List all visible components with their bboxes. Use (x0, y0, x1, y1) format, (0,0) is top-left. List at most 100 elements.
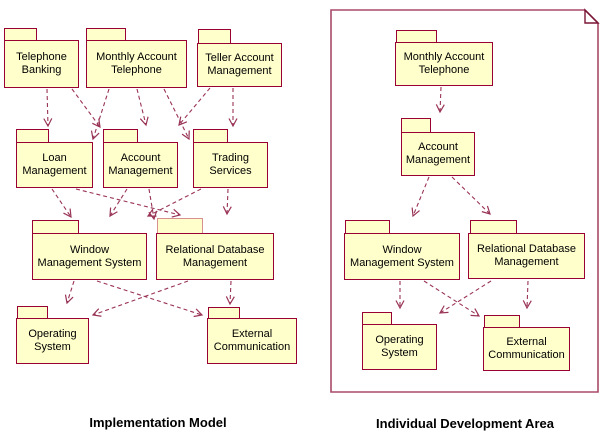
package-tab (401, 118, 431, 132)
package-label-line: External (231, 328, 273, 340)
dependency-arrow-monthly-account-telephone-to-account-management[interactable] (136, 88, 149, 127)
package-tab (4, 28, 37, 40)
package-tab (198, 29, 231, 43)
dependency-arrow-account-management-to-relational-database-management[interactable] (148, 188, 158, 221)
dependency-arrow-trading-services-to-relational-database-management[interactable] (222, 188, 232, 216)
dependency-arrow-account-management-to-window-management-system[interactable] (109, 188, 128, 218)
package-tab (193, 129, 228, 142)
package-label-line: External (506, 336, 547, 348)
dependency-arrow-trading-services-to-window-management-system[interactable] (146, 188, 202, 217)
individual-development-area-caption: Individual Development Area (376, 416, 554, 431)
dependency-arrow-relational-database-management-to-operating-system[interactable] (91, 280, 189, 317)
package-label-line: Management System (37, 256, 142, 269)
package-label-line: Management System (350, 256, 454, 269)
dependency-arrow-monthly-account-telephone-2-to-account-management-2[interactable] (435, 86, 445, 114)
package-label-line: Banking (21, 64, 62, 76)
dependency-arrow-account-management-2-to-window-management-system-2[interactable] (411, 176, 430, 218)
dependency-arrow-teller-account-management-to-account-management[interactable] (178, 87, 211, 126)
package-label-line: Monthly Account (96, 51, 177, 63)
package-tab (17, 306, 48, 318)
package-tab (345, 220, 390, 233)
package-label-line: Account (120, 152, 161, 164)
package-label-line: Management (182, 256, 248, 269)
dependency-arrow-relational-database-management-2-to-operating-system-2[interactable] (438, 280, 492, 314)
package-label-line: Loan (42, 152, 67, 164)
package-label-line: Communication (488, 349, 565, 361)
package-tab (396, 30, 437, 42)
note-fold-icon (584, 8, 600, 24)
package-label-line: Management (108, 165, 173, 177)
package-label-line: Management (22, 165, 87, 177)
package-label-line: Relational Database (476, 243, 577, 255)
package-tab (103, 129, 138, 142)
package-tab (362, 312, 392, 324)
dependency-arrow-relational-database-management-2-to-external-communication-2[interactable] (522, 280, 532, 310)
dependency-arrow-window-management-system-to-operating-system[interactable] (64, 280, 75, 305)
dependency-arrow-telephone-banking-to-account-management[interactable] (71, 88, 101, 129)
package-label-line: Services (209, 165, 252, 177)
package-label-line: Telephone (418, 64, 470, 76)
package-label-line: Account (418, 141, 458, 153)
dependency-arrow-monthly-account-telephone-to-loan-management[interactable] (90, 88, 110, 141)
individual-development-area-box[interactable] (330, 9, 599, 393)
package-label-line: Monthly Account (403, 51, 485, 63)
dependency-arrow-loan-management-to-relational-database-management[interactable] (75, 188, 182, 218)
implementation-model-caption: Implementation Model (89, 415, 227, 430)
package-label-line: Management (207, 65, 272, 77)
package-tab (484, 315, 520, 327)
package-tab (208, 307, 240, 318)
dependency-arrow-monthly-account-telephone-to-trading-services[interactable] (163, 88, 190, 141)
package-label-line: Operating (28, 328, 77, 340)
package-label-line: Communication (213, 341, 291, 353)
package-label-line: Trading (212, 152, 249, 164)
dependency-arrow-window-management-system-to-external-communication[interactable] (96, 280, 204, 318)
package-tab (86, 28, 126, 40)
package-label-line: Relational Database (165, 243, 265, 256)
dependency-arrow-telephone-banking-to-loan-management[interactable] (43, 88, 53, 128)
package-label-line: Telephone (111, 64, 162, 76)
package-label-line: System (381, 347, 418, 359)
package-tab (32, 220, 79, 233)
package-tab (157, 218, 203, 233)
package-label-line: Telephone (16, 51, 67, 63)
dependency-arrow-window-management-system-2-to-external-communication-2[interactable] (423, 280, 481, 317)
package-label-line: Management (405, 154, 471, 166)
package-label-line: Window (69, 243, 110, 256)
package-tab (470, 220, 517, 233)
dependency-arrow-relational-database-management-to-external-communication[interactable] (225, 280, 235, 306)
dependency-arrow-account-management-2-to-relational-database-management-2[interactable] (451, 176, 491, 215)
dependency-arrow-loan-management-to-window-management-system[interactable] (51, 188, 72, 219)
package-label-line: Teller Account (205, 52, 274, 64)
